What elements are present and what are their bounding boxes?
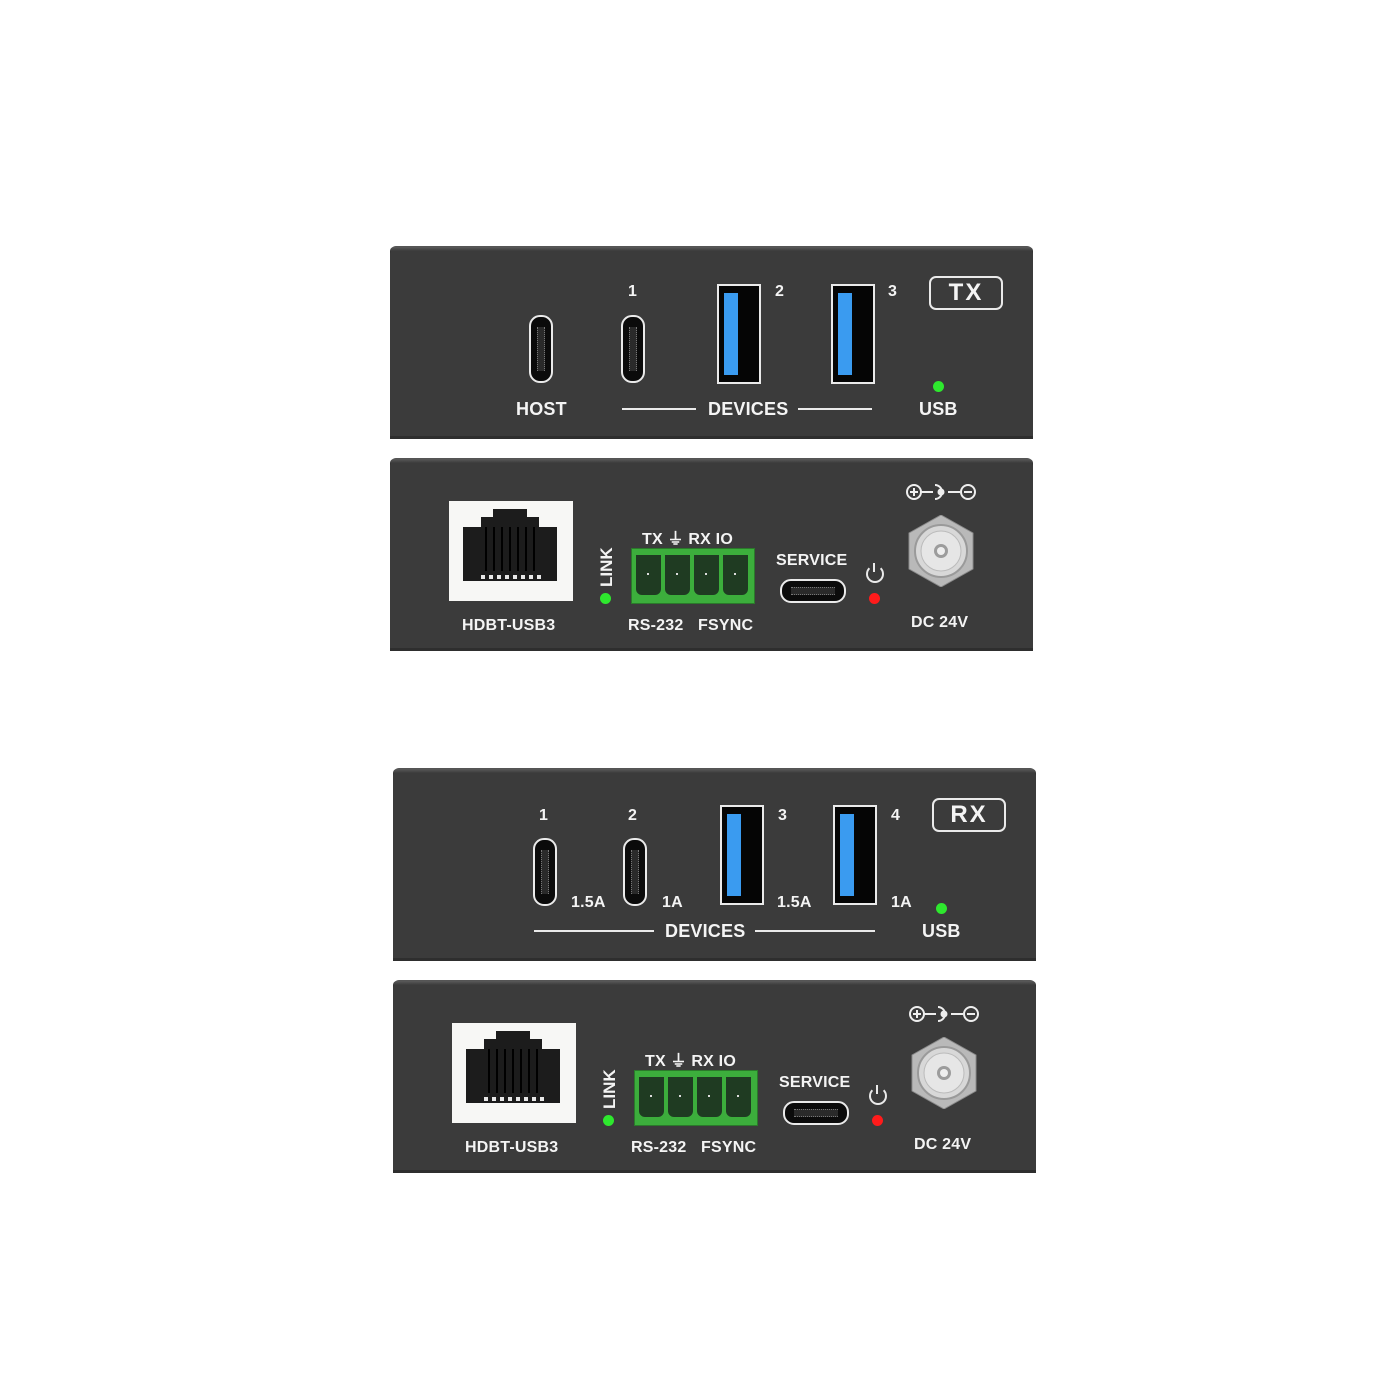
devices-label: DEVICES — [665, 921, 746, 941]
host-usb-c-port[interactable] — [529, 315, 553, 383]
usb-status-led — [933, 381, 944, 392]
hdbt-rj45-port[interactable] — [452, 1023, 576, 1123]
devices-divider-right — [798, 408, 872, 410]
host-label: HOST — [516, 399, 567, 419]
devices-divider-left — [622, 408, 696, 410]
devices-divider-right — [755, 930, 875, 932]
terminal-header: TX ⏚ RX IO — [642, 525, 733, 549]
dc-polarity-icon — [906, 484, 976, 500]
device-1-current-label: 1.5A — [571, 894, 606, 911]
power-led — [869, 593, 880, 604]
devices-label: DEVICES — [708, 399, 789, 419]
device-port-number-2: 2 — [775, 283, 785, 300]
terminal-rx-label: RX — [691, 1053, 715, 1070]
power-led — [872, 1115, 883, 1126]
device-1-usb-c-port[interactable] — [621, 315, 645, 383]
hdbt-rj45-port[interactable] — [449, 501, 573, 601]
rs232-fsync-terminal-block[interactable] — [634, 1070, 758, 1126]
fsync-label: FSYNC — [701, 1139, 757, 1156]
device-1-usb-c-port[interactable] — [533, 838, 557, 906]
device-2-current-label: 1A — [662, 894, 683, 911]
fsync-label: FSYNC — [698, 617, 754, 634]
ground-icon: ⏚ — [667, 531, 684, 548]
service-label: SERVICE — [779, 1074, 851, 1091]
link-label: LINK — [600, 1069, 619, 1109]
link-led — [603, 1115, 614, 1126]
dc-polarity-icon — [909, 1006, 979, 1022]
device-port-number-1: 1 — [539, 807, 549, 824]
service-usb-c-port[interactable] — [780, 579, 846, 603]
rs232-label: RS-232 — [628, 617, 684, 634]
rs232-fsync-terminal-block[interactable] — [631, 548, 755, 604]
dc-24v-label: DC 24V — [914, 1136, 972, 1153]
terminal-header: TX ⏚ RX IO — [645, 1047, 736, 1071]
hdbt-usb3-label: HDBT-USB3 — [465, 1139, 559, 1156]
tx-badge: TX — [929, 276, 1003, 310]
device-port-number-1: 1 — [628, 283, 638, 300]
device-port-number-3: 3 — [778, 807, 788, 824]
ground-icon: ⏚ — [670, 1053, 687, 1070]
terminal-tx-label: TX — [642, 531, 663, 548]
devices-divider-left — [534, 930, 654, 932]
terminal-io-label: IO — [715, 531, 733, 548]
usb-label: USB — [922, 921, 961, 941]
rx-front-panel: 1 1.5A 2 1A 3 1.5A 4 1A DEVICES RX USB — [393, 769, 1036, 961]
device-2-usb-a-port[interactable] — [717, 284, 761, 384]
service-usb-c-port[interactable] — [783, 1101, 849, 1125]
rx-rear-panel: HDBT-USB3 LINK TX ⏚ RX IO RS-232 FSYNC S… — [393, 981, 1036, 1173]
dc-24v-label: DC 24V — [911, 614, 969, 631]
device-4-current-label: 1A — [891, 894, 912, 911]
power-icon — [869, 1085, 887, 1105]
terminal-rx-label: RX — [688, 531, 712, 548]
service-label: SERVICE — [776, 552, 848, 569]
usb-label: USB — [919, 399, 958, 419]
rx-badge: RX — [932, 798, 1006, 832]
tx-front-panel: HOST 1 2 3 DEVICES TX USB — [390, 247, 1033, 439]
device-3-usb-a-port[interactable] — [831, 284, 875, 384]
dc-24v-power-jack[interactable] — [908, 1037, 980, 1109]
terminal-tx-label: TX — [645, 1053, 666, 1070]
tx-rear-panel: HDBT-USB3 LINK TX ⏚ RX IO RS-232 FSYNC S… — [390, 459, 1033, 651]
dc-24v-power-jack[interactable] — [905, 515, 977, 587]
device-port-number-4: 4 — [891, 807, 901, 824]
usb-status-led — [936, 903, 947, 914]
link-label: LINK — [597, 547, 616, 587]
device-3-usb-a-port[interactable] — [720, 805, 764, 905]
device-2-usb-c-port[interactable] — [623, 838, 647, 906]
terminal-io-label: IO — [718, 1053, 736, 1070]
rs232-label: RS-232 — [631, 1139, 687, 1156]
hdbt-usb3-label: HDBT-USB3 — [462, 617, 556, 634]
power-icon — [866, 563, 884, 583]
device-4-usb-a-port[interactable] — [833, 805, 877, 905]
link-led — [600, 593, 611, 604]
device-3-current-label: 1.5A — [777, 894, 812, 911]
device-port-number-3: 3 — [888, 283, 898, 300]
device-port-number-2: 2 — [628, 807, 638, 824]
